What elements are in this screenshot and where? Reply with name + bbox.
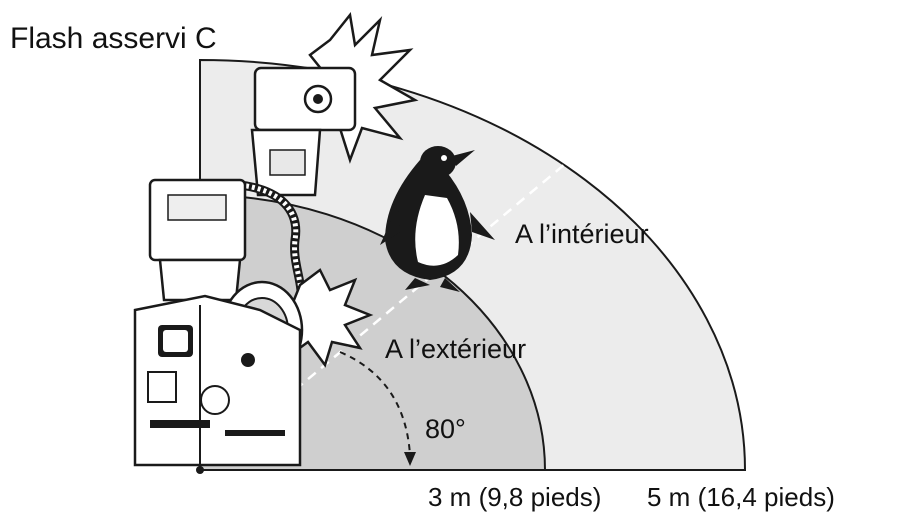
diagram-title: Flash asservi C — [10, 22, 217, 55]
camera-flash-icon — [148, 178, 247, 302]
distance-3m-label: 3 m (9,8 pieds) — [428, 482, 601, 512]
angle-arrowhead-icon — [404, 452, 416, 466]
indoor-label: A l’intérieur — [515, 219, 649, 249]
outdoor-label: A l’extérieur — [385, 334, 526, 364]
speedlite-flash-icon — [250, 66, 357, 197]
distance-5m-label: 5 m (16,4 pieds) — [647, 482, 835, 512]
slr-camera-icon — [133, 294, 302, 474]
angle-arc — [339, 351, 411, 456]
penguin-subject-icon — [380, 146, 495, 292]
angle-label: 80° — [425, 414, 466, 444]
